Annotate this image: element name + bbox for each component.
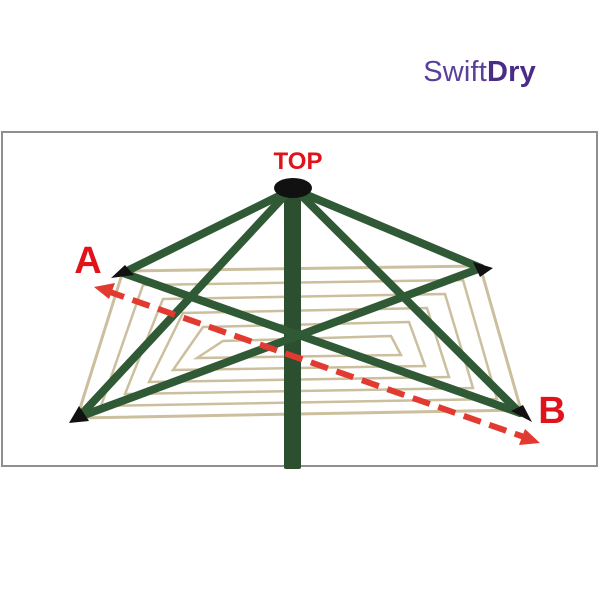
brand-logo-prefix: Swift [423, 56, 488, 88]
top-arm-left-low [75, 187, 293, 421]
frame-arms [75, 186, 524, 421]
point-a-label: A [74, 240, 101, 282]
diagonal-measure-arrow [94, 283, 540, 445]
arm-cap-a [111, 265, 134, 278]
top-arm-right [291, 186, 485, 272]
top-arm-b [293, 187, 524, 417]
arm-cap-left-low [69, 406, 89, 423]
top-hub-cap [274, 178, 312, 198]
line-ring-2 [99, 278, 499, 408]
top-arm-a [119, 186, 295, 277]
arrow-head-a [94, 283, 115, 299]
lower-arm-right [75, 264, 485, 421]
rotary-clothesline-diagram: TOP A B [69, 148, 566, 469]
line-ring-4 [146, 306, 451, 384]
brand-logo: SwiftDry [423, 58, 536, 87]
line-ring-3 [123, 292, 475, 396]
brand-logo-suffix: Dry [487, 56, 536, 88]
diagram-panel: TOP A B [1, 131, 598, 469]
line-ring-inner [192, 334, 404, 360]
point-b-label: B [538, 390, 565, 432]
arm-cap-right [473, 262, 493, 277]
lower-arm-a [119, 269, 524, 417]
arrow-head-b [519, 429, 540, 445]
arrow-dashed-line [106, 288, 528, 441]
arm-caps [69, 262, 532, 423]
arm-cap-b [511, 405, 532, 422]
top-label: TOP [274, 148, 323, 175]
